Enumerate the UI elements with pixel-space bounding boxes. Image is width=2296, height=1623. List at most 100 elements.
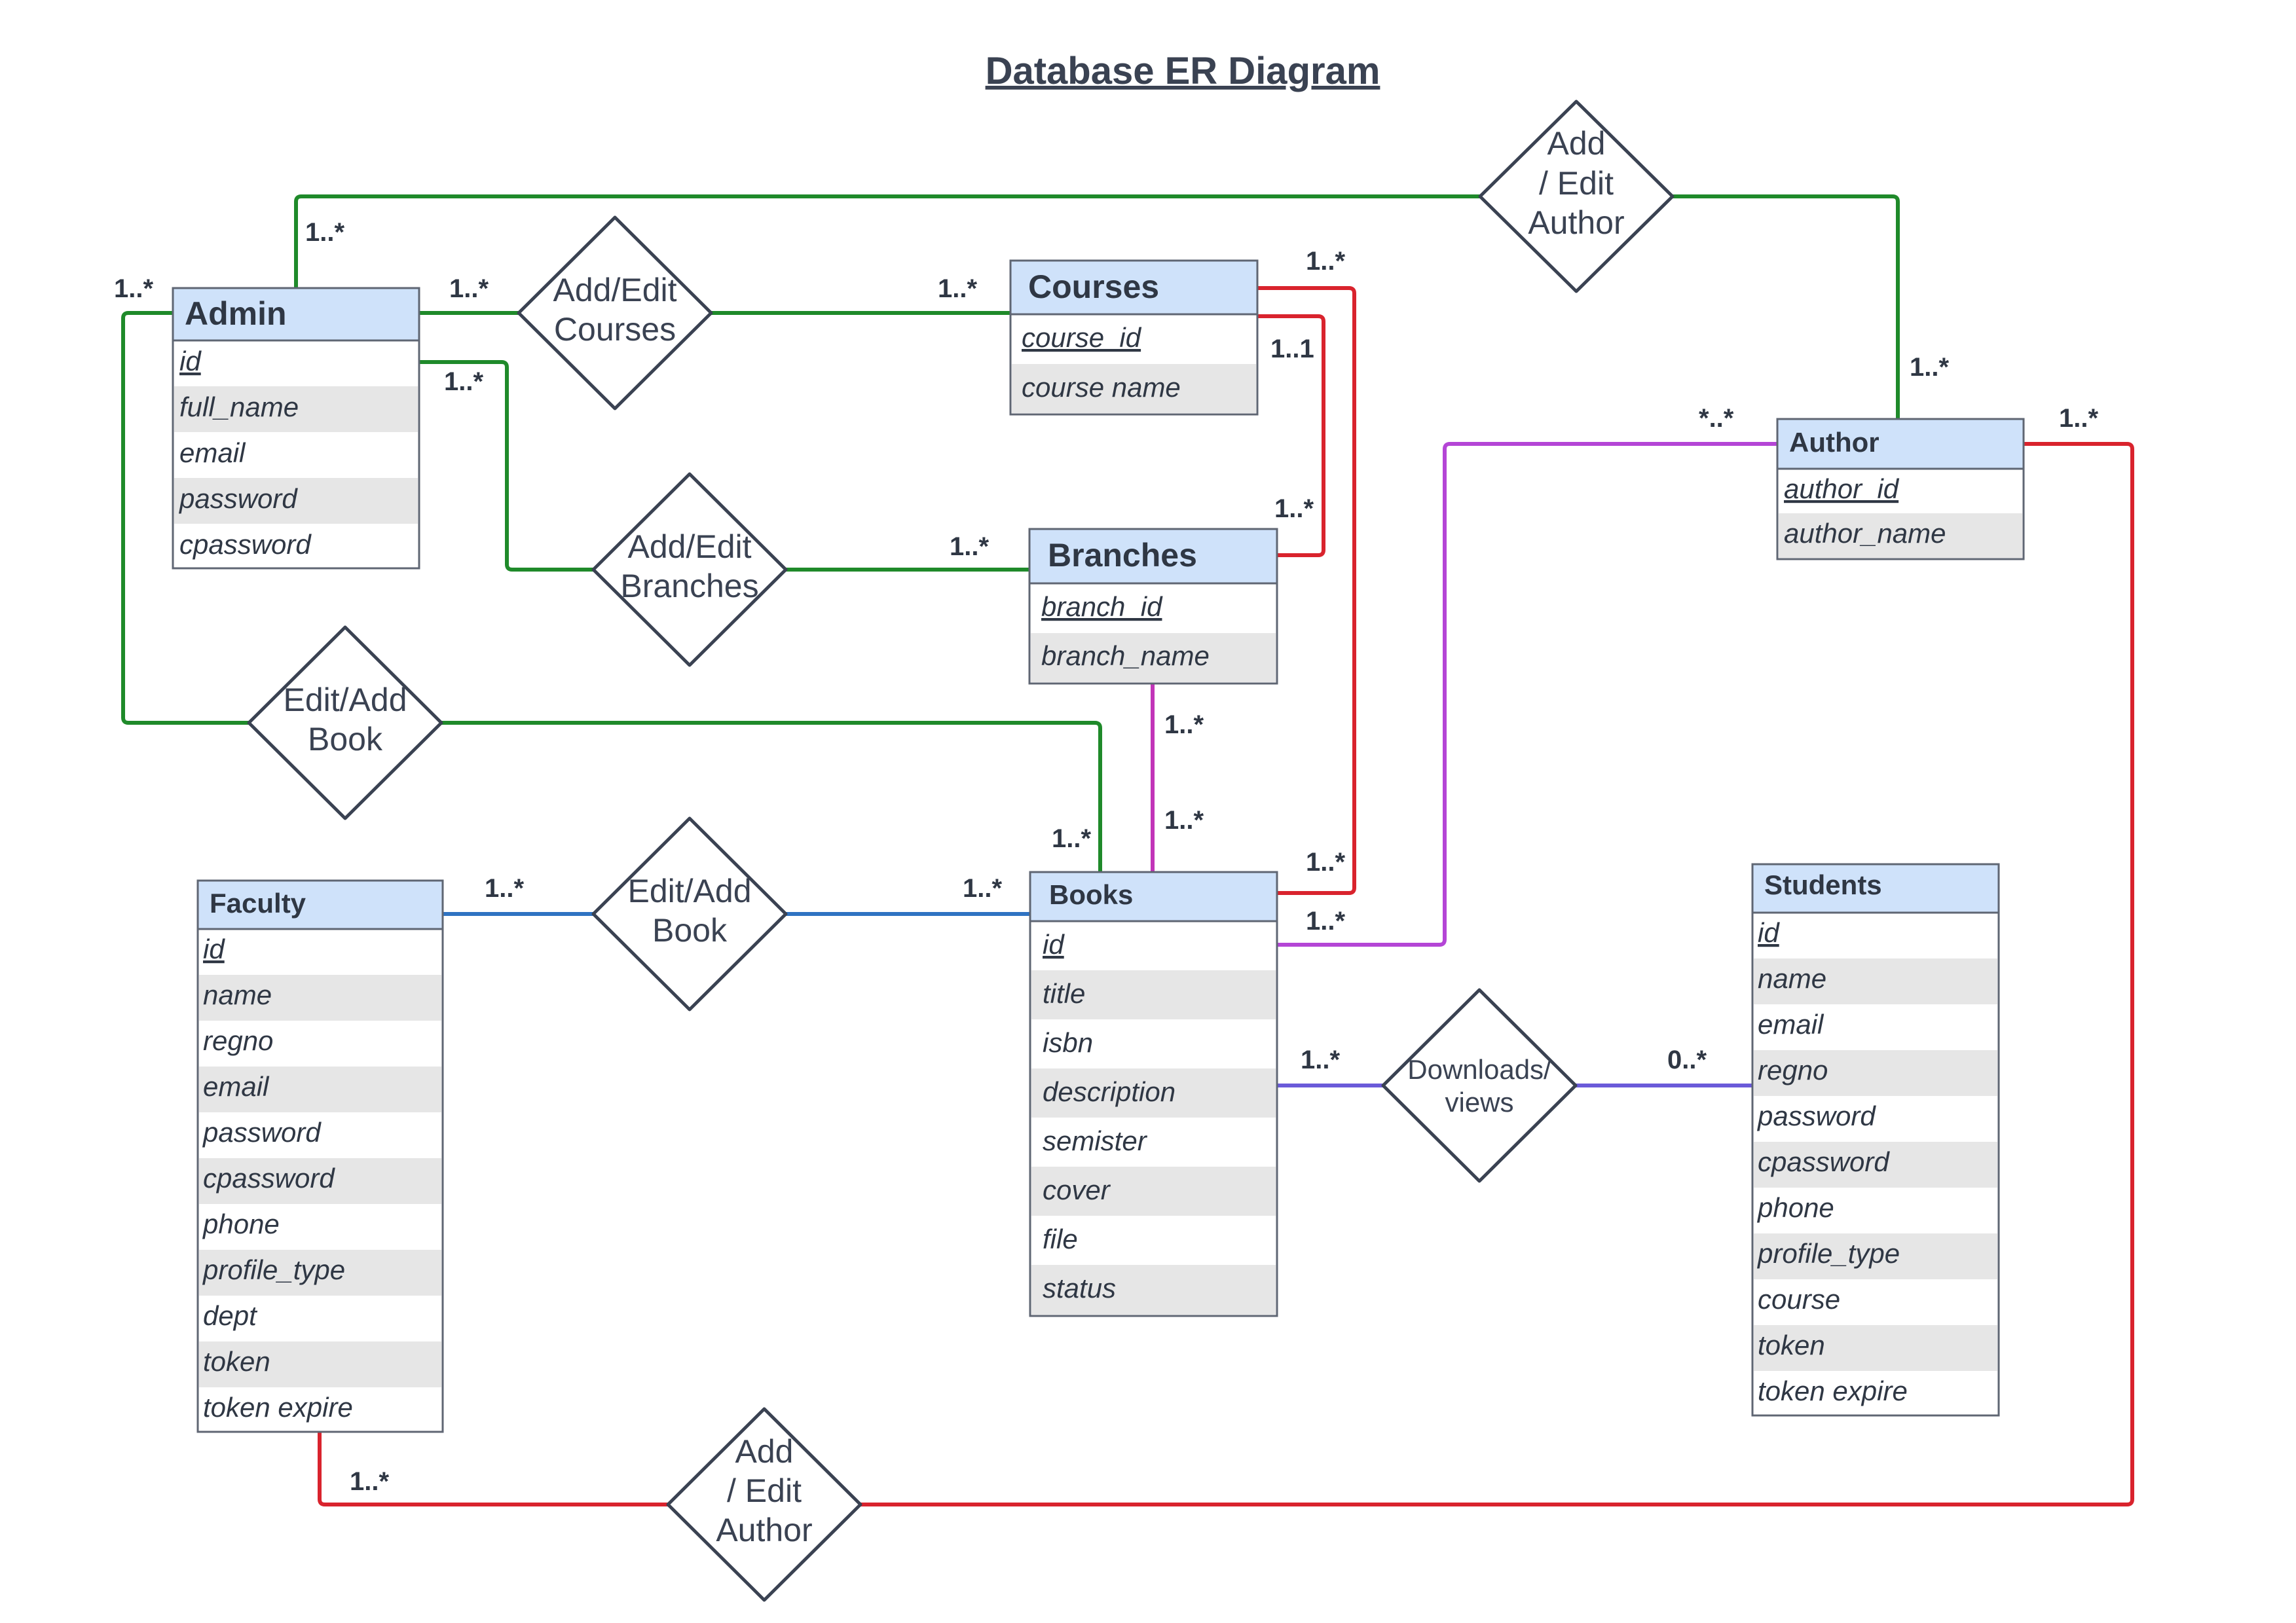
entity-students-name: Students xyxy=(1764,869,1882,900)
connector-books-author xyxy=(1277,442,1777,947)
relationship-edit-add-book-faculty[interactable]: Edit/Add Book xyxy=(591,816,788,1012)
relationship-add-edit-author-bottom[interactable]: Add / Edit Author xyxy=(666,1407,862,1602)
entity-admin-attr: password xyxy=(178,483,298,514)
connector-author-bottom-diamond xyxy=(861,442,2134,1506)
entity-author-name: Author xyxy=(1789,427,1879,458)
entity-author-attr: author_id xyxy=(1784,473,1900,504)
cardinality-label: 1..* xyxy=(1306,848,1345,877)
cardinality-label: 1..* xyxy=(1301,1046,1340,1074)
connector-courses-branches xyxy=(1257,314,1325,557)
cardinality-label: 1..* xyxy=(485,874,524,903)
entity-courses-attr: course name xyxy=(1022,372,1181,403)
cardinality-label: *..* xyxy=(1699,404,1734,433)
cardinality-label: 1..* xyxy=(449,274,489,303)
entity-author-row-shade xyxy=(1779,513,2022,558)
cardinality-label: 1..* xyxy=(1306,247,1345,276)
relationship-diamond xyxy=(517,215,713,410)
relationship-add-edit-courses[interactable]: Add/Edit Courses xyxy=(517,215,713,410)
entity-courses[interactable]: Courses course_id course name xyxy=(1009,259,1259,416)
entity-branches-attr: branch_id xyxy=(1041,591,1163,622)
cardinality-labels: 1..* 1..* 1..* 1..* 1..* 1..* 1..* 1..1 … xyxy=(114,218,2098,1496)
entity-courses-row-shade xyxy=(1012,364,1256,413)
entity-books-attr: description xyxy=(1043,1076,1176,1107)
relationship-label: Edit/Add xyxy=(627,873,751,909)
entity-books-attr: title xyxy=(1043,978,1085,1009)
entity-faculty-attr: token expire xyxy=(203,1392,353,1423)
relationship-label: Add/Edit xyxy=(627,528,751,565)
entity-faculty-row-shade xyxy=(199,1250,441,1296)
relationship-diamond xyxy=(247,625,443,820)
entity-faculty-attr: profile_type xyxy=(202,1254,345,1285)
entity-books-row-shade xyxy=(1031,1265,1276,1315)
entity-faculty-attr: email xyxy=(203,1071,270,1102)
entity-books-row-shade xyxy=(1031,1068,1276,1118)
entity-admin-attr: cpassword xyxy=(179,529,312,560)
cardinality-label: 1..1 xyxy=(1270,335,1314,363)
entity-students-attr: email xyxy=(1758,1009,1824,1040)
relationship-label: Downloads/ xyxy=(1407,1054,1551,1085)
relationship-label: Branches xyxy=(620,568,758,604)
cardinality-label: 1..* xyxy=(114,274,153,303)
entity-students-attr: password xyxy=(1756,1101,1876,1131)
entity-books-name: Books xyxy=(1049,879,1133,910)
relationship-edit-add-book-admin[interactable]: Edit/Add Book xyxy=(247,625,443,820)
entity-admin-attr: full_name xyxy=(179,392,299,422)
relationship-label: Book xyxy=(652,912,728,949)
relationship-diamond xyxy=(1381,988,1578,1183)
entity-books-row-shade xyxy=(1031,970,1276,1019)
entity-students-attr: id xyxy=(1758,917,1780,948)
entity-faculty-row-shade xyxy=(199,975,441,1021)
entity-students-box xyxy=(1751,863,2000,1417)
entity-faculty-name: Faculty xyxy=(210,888,306,919)
relationship-downloads-views[interactable]: Downloads/ views xyxy=(1381,988,1578,1183)
relationship-label: Author xyxy=(1528,204,1624,241)
connector-author-diamond-author xyxy=(1673,194,1900,419)
entity-books-attr: cover xyxy=(1043,1175,1111,1205)
relationship-label: Author xyxy=(716,1512,812,1548)
entity-students-attr: course xyxy=(1758,1284,1840,1315)
cardinality-label: 1..* xyxy=(938,274,977,303)
entity-faculty-header xyxy=(196,879,444,930)
cardinality-label: 1..* xyxy=(1164,806,1204,835)
relationship-label: views xyxy=(1445,1087,1513,1118)
relationship-label: Add/Edit xyxy=(553,272,676,308)
relationship-label: Add xyxy=(735,1433,794,1470)
entity-books-attr: id xyxy=(1043,929,1065,960)
relationship-add-edit-author-top[interactable]: Add / Edit Author xyxy=(1478,100,1675,293)
entity-books-attr: file xyxy=(1043,1224,1078,1254)
entity-faculty-row-shade xyxy=(199,1067,441,1112)
entity-faculty-attr: token xyxy=(203,1346,270,1377)
entity-faculty-row-shade xyxy=(199,1158,441,1204)
cardinality-label: 1..* xyxy=(1052,824,1091,853)
entity-admin[interactable]: Admin id full_name email password cpassw… xyxy=(172,287,420,570)
relationship-add-edit-branches[interactable]: Add/Edit Branches xyxy=(591,472,788,667)
entity-faculty-attr: id xyxy=(203,934,225,964)
cardinality-label: 1..* xyxy=(350,1467,389,1496)
relationship-label: Courses xyxy=(554,311,676,348)
entity-branches-name: Branches xyxy=(1048,537,1197,574)
relationship-label: Edit/Add xyxy=(283,682,407,718)
relationship-label: Book xyxy=(308,721,383,757)
connectors xyxy=(121,194,2134,1506)
entity-branches[interactable]: Branches branch_id branch_name xyxy=(1028,528,1278,685)
entity-author-header xyxy=(1776,418,2025,470)
entity-students[interactable]: Students id name email regno password cp… xyxy=(1751,863,2000,1417)
entity-students-attr: token expire xyxy=(1758,1376,1908,1406)
relationship-label: / Edit xyxy=(727,1472,802,1509)
connector-courses-books xyxy=(1257,286,1356,895)
cardinality-label: 1..* xyxy=(1274,494,1314,523)
relationship-diamond xyxy=(1478,100,1675,293)
entity-author[interactable]: Author author_id author_name xyxy=(1776,418,2025,560)
entity-faculty-row-shade xyxy=(199,1341,441,1387)
entity-author-attr: author_name xyxy=(1784,518,1946,549)
entity-courses-name: Courses xyxy=(1028,268,1159,305)
entity-admin-row-shade xyxy=(174,478,418,524)
relationship-label: / Edit xyxy=(1539,165,1614,202)
entity-courses-header xyxy=(1009,259,1259,316)
entity-faculty-attr: phone xyxy=(202,1209,280,1239)
entity-faculty[interactable]: Faculty id name regno email password cpa… xyxy=(196,879,444,1433)
entity-books-attr: isbn xyxy=(1043,1027,1093,1058)
entity-books[interactable]: Books id title isbn description semister… xyxy=(1029,871,1278,1317)
